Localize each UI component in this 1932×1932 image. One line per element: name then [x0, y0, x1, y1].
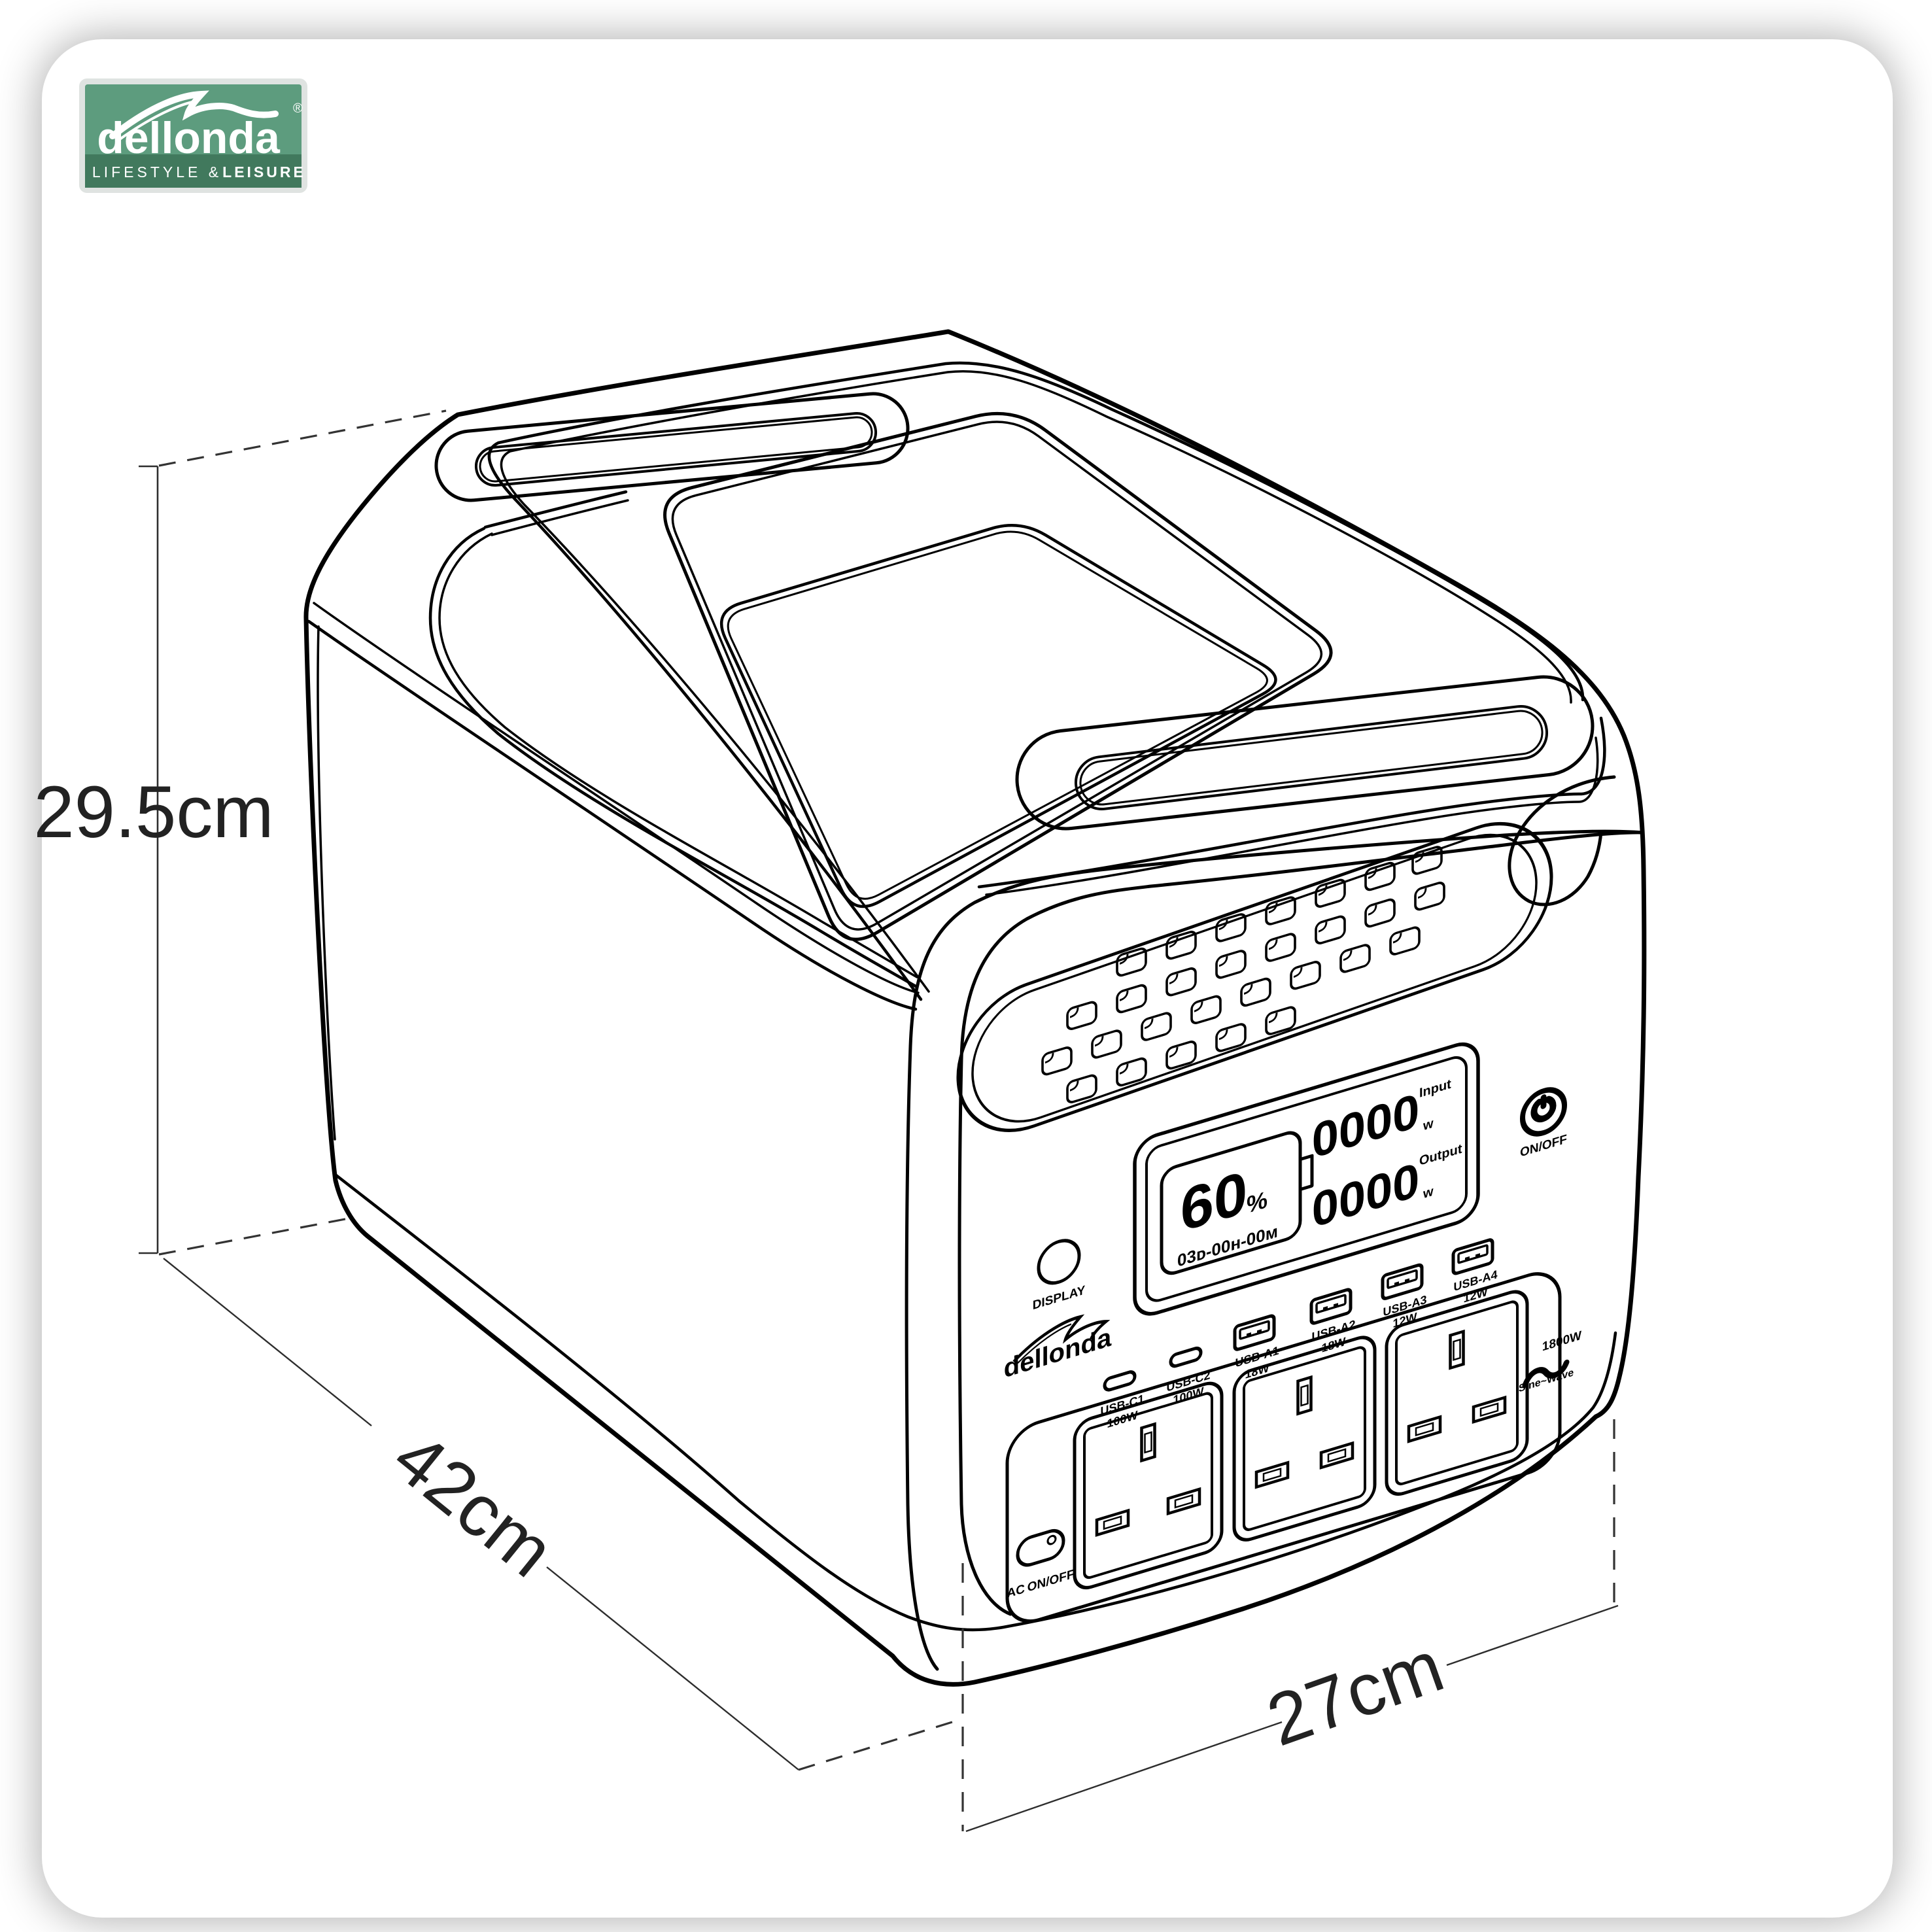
svg-text:29.5cm: 29.5cm: [33, 771, 273, 853]
svg-text:DISPLAY: DISPLAY: [1033, 1283, 1086, 1313]
svg-text:60: 60: [1181, 1158, 1247, 1245]
svg-text:LEISURE: LEISURE: [222, 164, 306, 181]
svg-text:ON/OFF: ON/OFF: [1520, 1132, 1567, 1160]
svg-text:LIFESTYLE &: LIFESTYLE &: [92, 164, 222, 181]
svg-text:1800W: 1800W: [1542, 1328, 1582, 1354]
svg-text:%: %: [1247, 1186, 1268, 1218]
svg-text:Output: Output: [1419, 1141, 1462, 1169]
svg-text:0000: 0000: [1312, 1152, 1420, 1239]
svg-text:dellonda: dellonda: [97, 113, 281, 163]
svg-text:w: w: [1423, 1116, 1434, 1133]
svg-text:®: ®: [293, 101, 303, 116]
svg-text:27cm: 27cm: [1257, 1625, 1453, 1761]
svg-text:42cm: 42cm: [378, 1416, 569, 1592]
svg-text:AC ON/OFF: AC ON/OFF: [1007, 1567, 1075, 1601]
svg-text:w: w: [1423, 1184, 1434, 1201]
svg-text:Input: Input: [1419, 1077, 1451, 1101]
